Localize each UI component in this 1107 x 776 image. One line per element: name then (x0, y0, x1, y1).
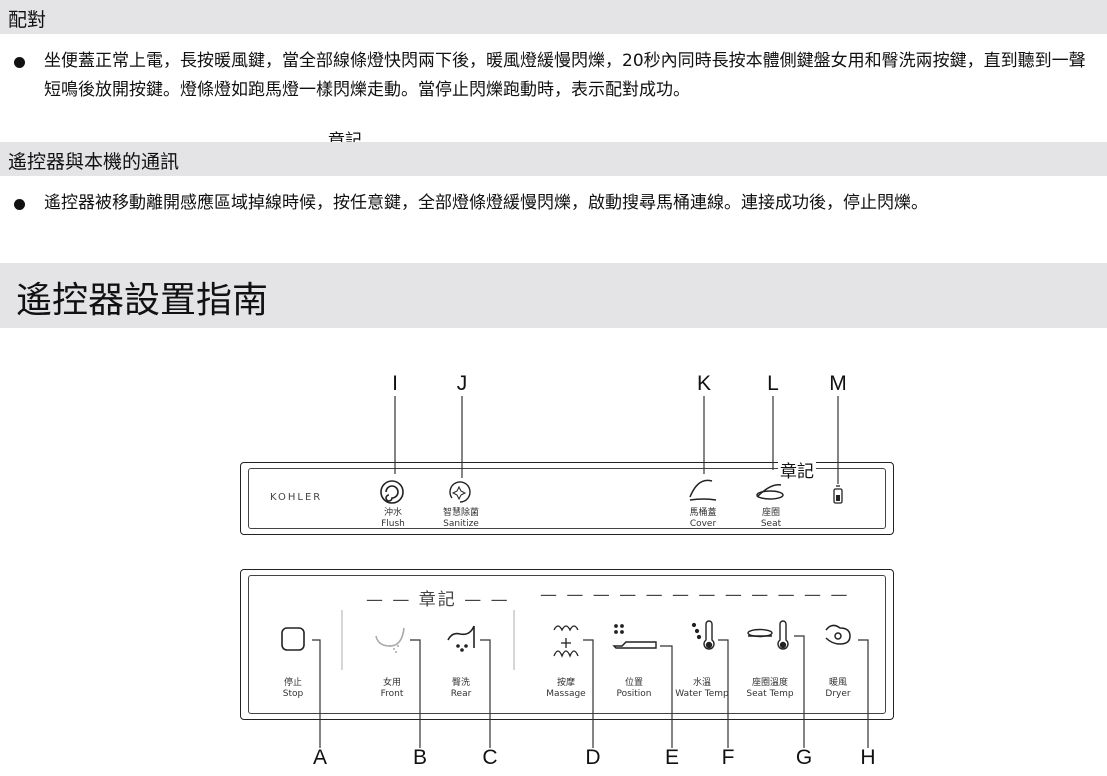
label-letter-l: L (767, 372, 779, 395)
massage-label-en: Massage (546, 689, 586, 699)
stop-label-zh: 停止 (283, 678, 302, 688)
seat-icon (756, 484, 784, 500)
stop-button[interactable]: 停止 Stop (253, 678, 333, 700)
flush-button[interactable]: 沖水 Flush (353, 508, 433, 530)
bullet-dot (14, 57, 25, 68)
position-button[interactable]: 位置 Position (594, 678, 674, 700)
dryer-label-en: Dryer (825, 689, 851, 699)
leader-line-c (480, 639, 491, 748)
guide-title: 遙控器設置指南 (16, 280, 269, 321)
label-letter-b: B (412, 746, 427, 769)
stop-label-en: Stop (282, 689, 304, 699)
sanitize-label-zh: 智慧除菌 (442, 508, 479, 518)
rear-label-en: Rear (450, 689, 472, 699)
sanitize-icon (449, 481, 471, 503)
dryer-label-zh: 暖風 (828, 678, 847, 688)
label-letter-c: C (482, 746, 498, 769)
rear-label-zh: 臀洗 (451, 678, 470, 688)
label-letter-k: K (696, 372, 711, 395)
label-letter-i: I (392, 372, 398, 395)
position-label-en: Position (616, 689, 652, 699)
massage-icon (553, 625, 579, 658)
position-icon (612, 624, 657, 649)
seat-label-zh: 座圈 (761, 508, 780, 518)
battery-icon (833, 485, 843, 504)
seat-temp-label-zh: 座圈溫度 (751, 678, 788, 688)
leader-line-d (583, 639, 594, 748)
section-header-pairing (0, 0, 1107, 34)
massage-label-zh: 按摩 (556, 678, 575, 688)
remote-top-inner (248, 468, 886, 529)
sanitize-button[interactable]: 智慧除菌 Sanitize (421, 508, 501, 530)
label-letter-g: G (795, 746, 813, 769)
leader-line-b (410, 639, 421, 748)
front-label-en: Front (380, 689, 404, 699)
label-letter-f: F (721, 746, 735, 769)
seat-label-en: Seat (760, 519, 782, 529)
label-letter-h: H (860, 746, 876, 769)
flush-icon (380, 480, 404, 504)
sanitize-label-en: Sanitize (443, 519, 479, 529)
indicator-dashes-left: — — 章記 — — (366, 590, 510, 610)
water-temp-label-zh: 水溫 (692, 678, 711, 688)
dryer-icon (825, 624, 851, 645)
communication-paragraph: 遙控器被移動離開感應區域掉線時候，按任意鍵，全部燈條燈緩慢閃爍，啟動搜尋馬桶連線… (44, 193, 928, 213)
front-wash-icon (375, 627, 405, 653)
label-letter-d: D (585, 746, 601, 769)
rear-wash-button[interactable]: 臀洗 Rear (421, 678, 501, 700)
bullet-dot (14, 199, 25, 210)
leader-line-f (718, 639, 729, 748)
flush-label-en: Flush (381, 519, 405, 529)
cover-label-en: Cover (689, 519, 717, 529)
seat-temp-icon (747, 620, 789, 650)
remote-bottom-inner (248, 575, 886, 714)
leader-line-a (312, 639, 321, 748)
rear-wash-icon (447, 625, 475, 652)
section-title-communication: 遙控器與本機的通訊 (8, 151, 180, 173)
front-wash-button[interactable]: 女用 Front (352, 678, 432, 700)
leader-line-g (794, 635, 805, 748)
water-temp-label-en: Water Temp (675, 689, 729, 699)
label-letter-e: E (664, 746, 679, 769)
stop-icon (281, 627, 305, 651)
water-temp-button[interactable]: 水溫 Water Temp (662, 678, 742, 700)
label-letter-j: J (456, 372, 468, 395)
brand-logo: KOHLER (270, 492, 323, 503)
water-temp-icon (691, 620, 715, 650)
seat-button[interactable]: 座圈 Seat (731, 508, 811, 530)
front-label-zh: 女用 (382, 678, 401, 688)
leader-line-h (858, 639, 869, 748)
guide-header-band (0, 263, 1107, 328)
section-title-pairing: 配對 (8, 9, 47, 31)
position-label-zh: 位置 (624, 678, 643, 688)
remote-bottom-panel (240, 569, 894, 720)
indicator-dashes-right: — — — — — — — — — — — — (540, 585, 850, 605)
dryer-button[interactable]: 暖風 Dryer (798, 678, 878, 700)
pairing-paragraph: 坐便蓋正常上電，長按暖風鍵，當全部線條燈快閃兩下後，暖風燈緩慢閃爍，20秒內同時… (44, 51, 1086, 100)
cover-button[interactable]: 馬桶蓋 Cover (663, 508, 743, 530)
cover-icon (689, 479, 717, 501)
cover-label-zh: 馬桶蓋 (689, 508, 717, 518)
seat-temp-label-en: Seat Temp (746, 689, 794, 699)
leader-line-e (660, 645, 673, 748)
stamp-mark: 章記 (778, 457, 816, 482)
massage-button[interactable]: 按摩 Massage (526, 678, 606, 700)
label-letter-a: A (312, 746, 327, 769)
remote-top-panel (240, 462, 894, 535)
label-letter-m: M (829, 372, 847, 395)
flush-label-zh: 沖水 (383, 508, 402, 518)
seat-temp-button[interactable]: 座圈溫度 Seat Temp (730, 678, 810, 700)
section-header-communication (0, 142, 1107, 176)
